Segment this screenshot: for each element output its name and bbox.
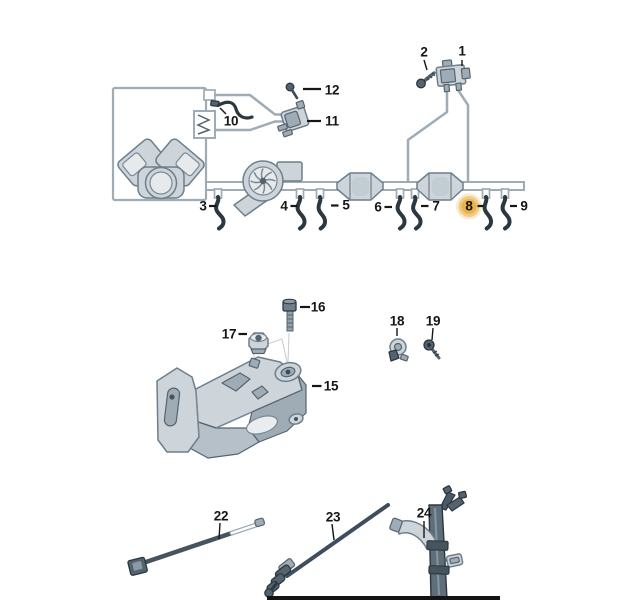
part-23-label[interactable]: 23 <box>325 509 341 525</box>
part-4-label[interactable]: 4 <box>280 198 288 214</box>
hose-9 <box>500 195 512 231</box>
part-15-label[interactable]: 15 <box>323 378 339 394</box>
hose-5 <box>316 195 328 231</box>
catalytic-converter-front <box>336 172 384 201</box>
part-1-label[interactable]: 1 <box>458 43 466 59</box>
vacuum-valve-11 <box>277 100 310 138</box>
catalytic-converter-rear <box>416 172 464 201</box>
heat-exchanger-icon <box>193 110 216 139</box>
hose-6 <box>395 195 407 231</box>
hose-4 <box>295 195 307 231</box>
part-17-label[interactable]: 17 <box>221 326 237 342</box>
nut-17 <box>248 332 269 355</box>
part-24-label[interactable]: 24 <box>416 505 432 521</box>
part-18-label[interactable]: 18 <box>389 313 405 329</box>
screw-19 <box>423 339 441 360</box>
part-9-label[interactable]: 9 <box>520 198 528 214</box>
screw-12 <box>285 82 299 100</box>
cable-tie-23 <box>264 503 390 598</box>
part-3-label[interactable]: 3 <box>199 198 207 214</box>
part-6-label[interactable]: 6 <box>374 199 382 215</box>
hose-3 <box>214 195 226 231</box>
crop-bar <box>267 596 500 600</box>
hoses-group <box>214 195 512 231</box>
part-7-label[interactable]: 7 <box>432 198 440 214</box>
engine-compartment-frame <box>111 86 208 202</box>
breather-hose-10 <box>210 99 254 120</box>
hose-7 <box>411 195 423 231</box>
bracket-15 <box>156 356 307 459</box>
bolt-16 <box>282 298 297 332</box>
engine-icon <box>117 138 205 200</box>
pressure-sensor-1 <box>435 59 471 93</box>
part-2-label[interactable]: 2 <box>420 44 428 60</box>
bolt-2 <box>416 71 436 89</box>
part-5-label[interactable]: 5 <box>342 197 350 213</box>
part-10-label[interactable]: 10 <box>223 113 239 129</box>
part-19-label[interactable]: 19 <box>425 313 441 329</box>
cable-tie-22 <box>127 517 266 576</box>
part-16-label[interactable]: 16 <box>310 299 326 315</box>
part-11-label[interactable]: 11 <box>325 113 339 129</box>
callout-lines <box>209 59 517 541</box>
hose-8 <box>482 195 494 231</box>
clip-18 <box>388 338 409 362</box>
highlight-circle-8 <box>456 193 482 220</box>
part-8-label-highlighted[interactable]: 8 <box>465 198 473 214</box>
sensor-pressure-lines <box>406 89 470 182</box>
part-12-label[interactable]: 12 <box>324 82 340 98</box>
vacuum-lines <box>203 89 288 132</box>
holder-24 <box>389 485 468 600</box>
part-22-label[interactable]: 22 <box>213 508 229 524</box>
turbocharger-icon <box>233 160 303 217</box>
